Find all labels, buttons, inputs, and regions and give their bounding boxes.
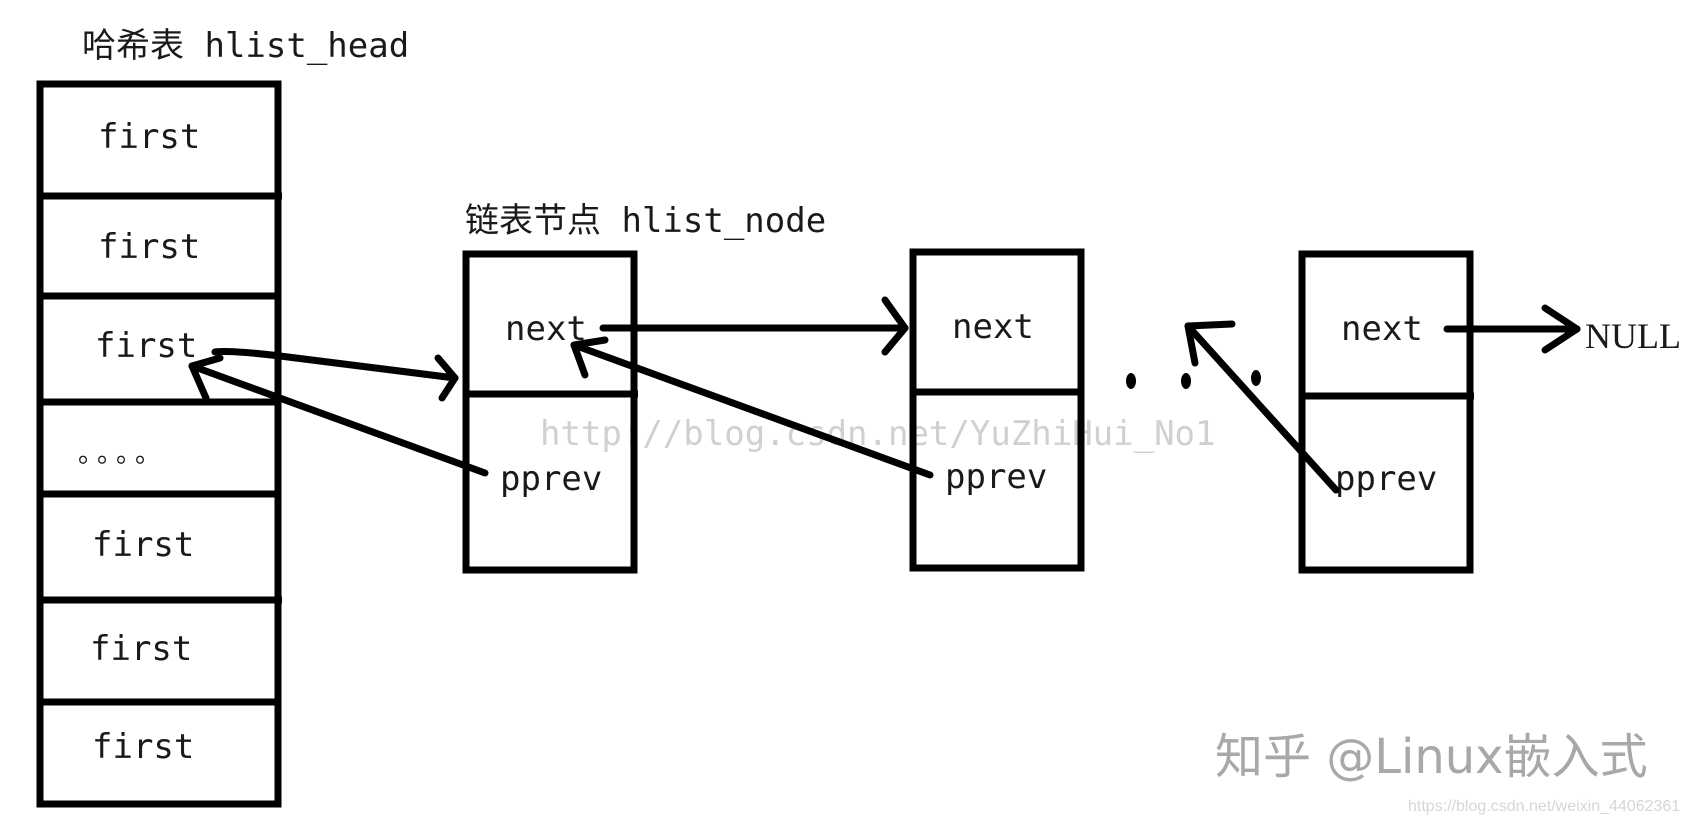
node-next-field: next <box>1341 309 1423 349</box>
arrowhead-icon <box>1541 304 1581 354</box>
watermark-csdn-yuzhihui: http://blog.csdn.net/YuZhiHui_No1 <box>540 414 1216 454</box>
hash-cell-first: first <box>92 525 194 565</box>
hash-cell-first: first <box>98 117 200 157</box>
node-next-field: next <box>952 307 1034 347</box>
node-section-title: 链表节点 hlist_node <box>465 201 826 241</box>
arrowhead-icon <box>881 296 909 356</box>
node-frame <box>462 250 638 574</box>
hash-table-title: 哈希表 hlist_head <box>82 26 409 66</box>
hash-cell-first: first <box>92 727 194 767</box>
hash-cell-first: first <box>90 629 192 669</box>
pprev-to-first-arrow <box>188 362 489 477</box>
arrowhead-icon <box>434 354 459 402</box>
node-pprev-field: pprev <box>945 457 1047 497</box>
watermark-zhihu: 知乎 @Linux嵌入式 <box>1215 729 1648 785</box>
watermark-csdn-url: https://blog.csdn.net/weixin_44062361 <box>1408 798 1680 815</box>
hash-cell-ellipsis: 。。。。 <box>78 439 167 469</box>
hash-table: first first first 。。。。 first first first <box>36 80 282 808</box>
node-pprev-field: pprev <box>1335 459 1437 499</box>
dot <box>1126 373 1136 389</box>
node3-pprev-to-prev-next-arrow <box>1184 322 1340 494</box>
dot <box>1181 373 1191 389</box>
dot <box>1251 370 1261 386</box>
arrowhead-icon <box>1184 320 1236 367</box>
node-frame <box>909 248 1085 572</box>
first-to-node-arrow <box>211 348 459 382</box>
null-label: NULL <box>1585 316 1681 356</box>
node-pprev-field: pprev <box>500 459 602 499</box>
hlist-node-1: next pprev <box>462 250 638 574</box>
node2-pprev-to-node1-next-arrow <box>570 341 934 479</box>
arrowhead-icon <box>188 354 224 402</box>
hlist-node-3: next pprev <box>1298 250 1474 574</box>
hash-table-frame <box>36 80 282 808</box>
ellipsis-dots <box>1126 370 1261 389</box>
arrowhead-icon <box>570 336 609 379</box>
hash-cell-first: first <box>98 227 200 267</box>
hash-cell-first: first <box>95 326 197 366</box>
hlist-node-2: next pprev <box>909 248 1085 572</box>
node-frame <box>1298 250 1474 574</box>
